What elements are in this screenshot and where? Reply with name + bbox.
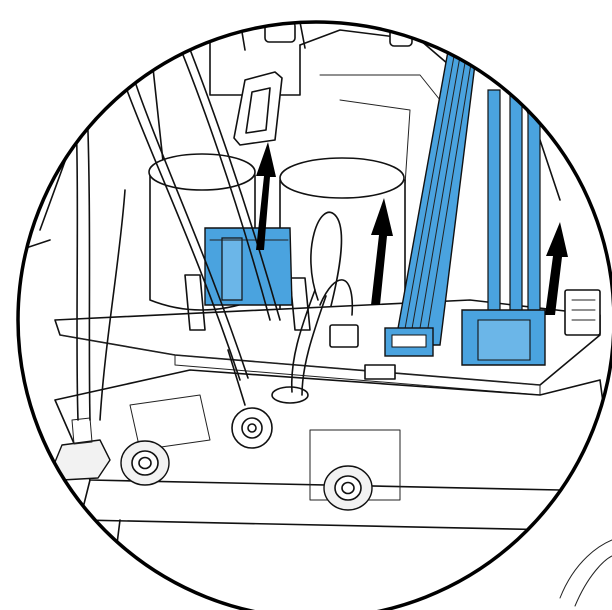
grommet-left <box>120 440 170 486</box>
ribbon-cable-blue <box>384 39 479 357</box>
lift-arrow-right <box>545 222 568 315</box>
magnifier-tail <box>559 539 612 607</box>
latch-clip <box>233 71 283 146</box>
connector-right-blue <box>461 89 546 366</box>
lift-arrow-left-connector <box>256 142 276 250</box>
ring-terminal <box>227 349 273 449</box>
board-clip-left <box>184 274 206 331</box>
lift-arrow-center <box>371 198 393 305</box>
board-clip-right <box>289 277 311 331</box>
detail-lens-outline <box>16 20 612 610</box>
grommet-right <box>323 465 373 511</box>
lower-housing <box>54 369 612 601</box>
